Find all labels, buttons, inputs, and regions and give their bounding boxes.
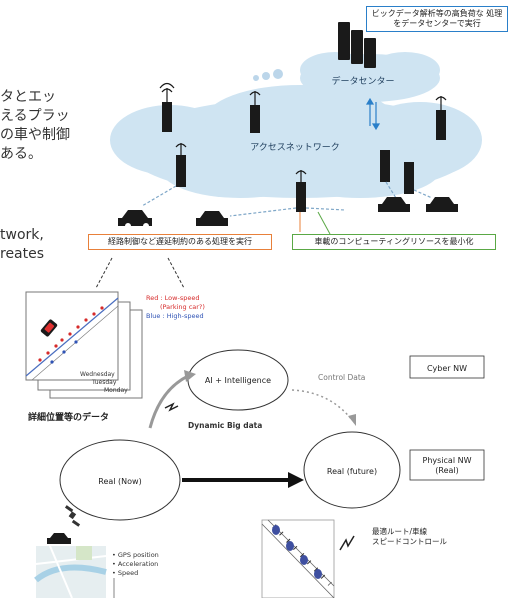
day-label: Wednesday [80, 371, 115, 378]
day-map-stack [25, 291, 143, 399]
car-icon [118, 210, 152, 229]
satellite-icon [64, 505, 81, 527]
body-text-line: えるプラッ [0, 108, 70, 124]
legend-red: Red : Low-speed [146, 294, 199, 302]
body-text-jp: タとエッ えるプラッ の車や制御 ある。 [0, 88, 70, 164]
high-speed-points [50, 340, 78, 364]
real-future-node [303, 431, 401, 509]
body-text-line: タとエッ [0, 89, 56, 105]
left-callout: 経路制御など遅延制約のある処理を実行 [88, 234, 272, 250]
car-icon [426, 197, 458, 212]
dynamic-big-data-label: Dynamic Big data [188, 421, 262, 430]
right-callout: 車載のコンピューティングリソースを最小化 [292, 234, 496, 250]
physical-nw-box [409, 449, 485, 481]
datacenter-link-arrows [365, 97, 381, 131]
arrow-head [184, 370, 196, 382]
network-diagram: データセンター アクセスネットワーク [95, 22, 482, 289]
car-icon [378, 197, 410, 212]
cyber-nw-box [409, 355, 485, 379]
day-label: Monday [104, 387, 128, 394]
cyber-physical-diagram: Wednesday Tuesday Monday Red : Low-speed… [25, 291, 485, 598]
callout-connector [317, 211, 331, 235]
car-icon [40, 319, 58, 337]
low-speed-points [38, 306, 104, 362]
zoom-line [95, 257, 113, 289]
arrow-head [288, 472, 304, 488]
car-icon [272, 525, 322, 579]
acceleration-label: • Acceleration [112, 560, 158, 568]
route-label: スピードコントロール [372, 537, 447, 546]
legend-red-note: (Parking car?) [160, 303, 205, 311]
cloud-dot [262, 72, 270, 80]
datacenter-callout: ビックデータ解析等の高負荷な 処理をデータセンターで実行 [366, 6, 508, 32]
access-network-cloud [110, 85, 482, 198]
gps-map [34, 545, 107, 598]
control-data-arrow [291, 389, 353, 421]
arrow-head [348, 414, 356, 426]
real-future-label: Real (future) [327, 467, 377, 476]
body-text-line: twork, [0, 227, 44, 243]
cyber-nw-label: Cyber NW [427, 364, 467, 373]
control-data-label: Control Data [318, 373, 365, 382]
detail-position-label: 詳細位置等のデータ [28, 411, 109, 423]
zoom-line [167, 257, 185, 289]
ai-node-label: AI + Intelligence [205, 376, 271, 385]
datacenter-label: データセンター [331, 75, 394, 87]
base-stations [162, 102, 446, 212]
data-upload-arrow [148, 374, 189, 429]
cloud-dot [253, 75, 259, 81]
access-network-label: アクセスネットワーク [250, 142, 340, 153]
route-label: 最適ルート/車線 [372, 526, 428, 536]
speed-label: • Speed [112, 569, 138, 577]
gps-position-label: • GPS position [112, 551, 159, 559]
squiggle-mark [339, 535, 355, 551]
real-now-node [59, 439, 181, 521]
wireless-links [141, 181, 433, 217]
antenna-icon [159, 82, 447, 182]
body-text-line: reates [0, 246, 45, 262]
legend-blue: Blue : High-speed [146, 312, 204, 320]
physical-nw-label: Physical NW [423, 456, 472, 465]
body-text-line: の車や制御 [0, 127, 70, 143]
real-now-label: Real (Now) [98, 477, 141, 486]
physical-nw-label: (Real) [435, 466, 459, 475]
car-icon [196, 211, 228, 226]
body-text-line: ある。 [0, 146, 42, 162]
squiggle-mark [164, 402, 179, 412]
body-text-en: twork, reates [0, 226, 44, 264]
day-label: Tuesday [91, 379, 117, 386]
car-icon [47, 533, 71, 544]
datacenter-cloud [300, 52, 440, 102]
datacenter-servers [338, 22, 376, 68]
cloud-dot [273, 69, 283, 79]
